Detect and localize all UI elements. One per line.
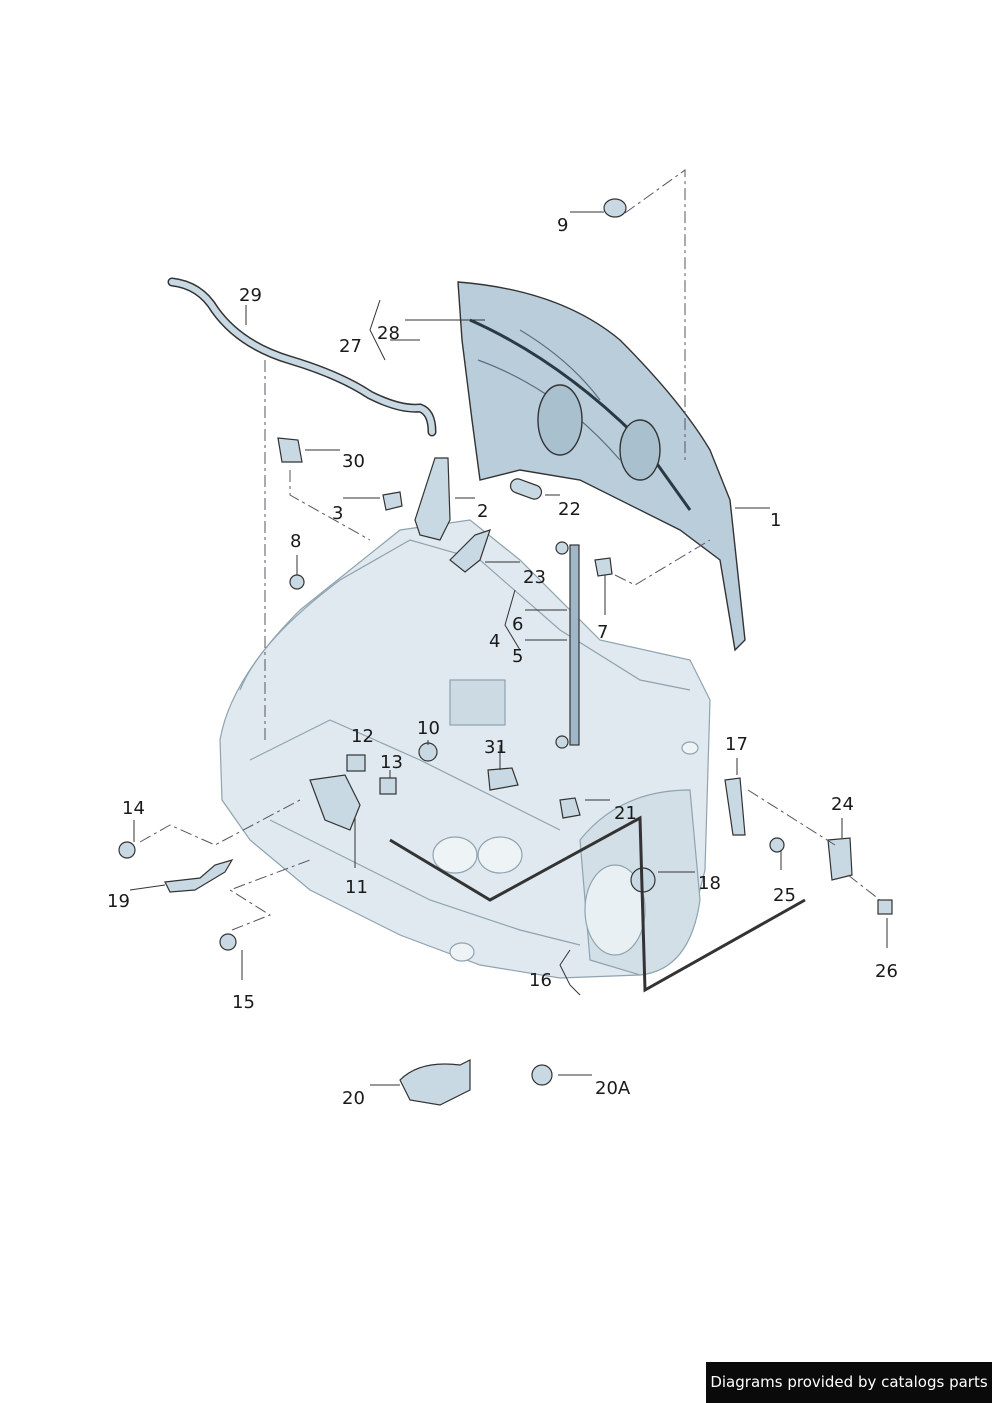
callout-30: 30 xyxy=(342,451,365,472)
callout-12: 12 xyxy=(351,726,374,747)
callout-9: 9 xyxy=(557,215,569,236)
callout-3: 3 xyxy=(332,503,344,524)
callout-23: 23 xyxy=(523,567,546,588)
cables xyxy=(389,815,806,993)
callout-22: 22 xyxy=(558,499,581,520)
callout-20a: 20A xyxy=(595,1078,631,1099)
callout-4: 4 xyxy=(489,631,501,652)
callout-16: 16 xyxy=(529,970,552,991)
callout-11: 11 xyxy=(345,877,368,898)
callout-5: 5 xyxy=(512,646,524,667)
callout-20: 20 xyxy=(342,1088,365,1109)
callout-25: 25 xyxy=(773,885,796,906)
callout-8: 8 xyxy=(290,531,302,552)
callout-13: 13 xyxy=(380,752,403,773)
callout-6: 6 xyxy=(512,614,524,635)
callout-17: 17 xyxy=(725,734,748,755)
credit-banner: Diagrams provided by catalogs parts xyxy=(706,1362,992,1403)
callout-15: 15 xyxy=(232,992,255,1013)
callout-1: 1 xyxy=(770,510,782,531)
callout-2: 2 xyxy=(477,501,489,522)
callout-29: 29 xyxy=(239,285,262,306)
callout-18: 18 xyxy=(698,873,721,894)
callout-14: 14 xyxy=(122,798,145,819)
callout-10: 10 xyxy=(417,718,440,739)
callout-26: 26 xyxy=(875,961,898,982)
callout-24: 24 xyxy=(831,794,854,815)
leader-lines xyxy=(129,211,888,1086)
callout-27: 27 xyxy=(339,336,362,357)
small-parts xyxy=(118,198,893,1106)
callout-28: 28 xyxy=(377,323,400,344)
hood-part xyxy=(457,281,746,652)
callout-21: 21 xyxy=(614,803,637,824)
callout-31: 31 xyxy=(484,737,507,758)
dash-lines xyxy=(139,169,881,931)
callout-19: 19 xyxy=(107,891,130,912)
callout-7: 7 xyxy=(597,622,609,643)
